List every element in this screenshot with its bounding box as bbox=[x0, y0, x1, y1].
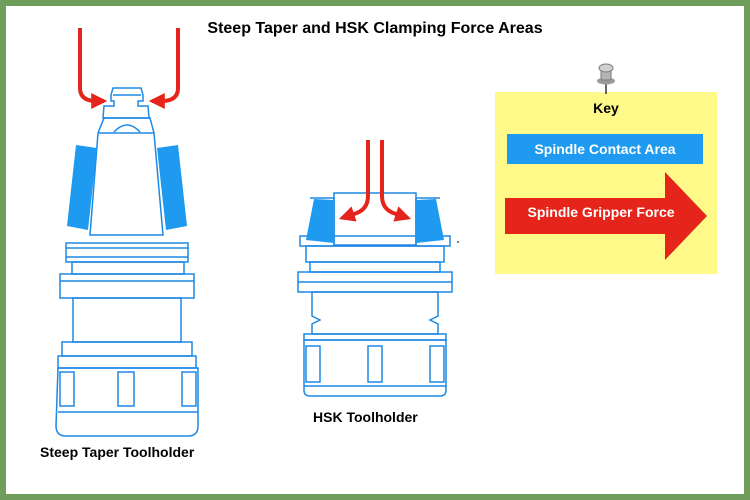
key-contact-area-swatch: Spindle Contact Area bbox=[507, 134, 703, 164]
pushpin-icon bbox=[597, 63, 615, 94]
small-dot bbox=[457, 241, 459, 243]
steep-contact-area-left bbox=[67, 145, 97, 230]
key-panel: Key Spindle Contact Area Spindle Gripper… bbox=[495, 92, 717, 274]
key-title: Key bbox=[593, 100, 619, 116]
key-gripper-force-label: Spindle Gripper Force bbox=[527, 204, 675, 220]
hsk-caption: HSK Toolholder bbox=[313, 409, 418, 425]
key-contact-area-label: Spindle Contact Area bbox=[534, 141, 676, 157]
steep-contact-area-right bbox=[157, 145, 187, 230]
steep-taper-caption: Steep Taper Toolholder bbox=[40, 444, 195, 460]
hsk-gripper-force-arrow-left bbox=[338, 140, 370, 222]
hsk-contact-area-left bbox=[306, 199, 334, 243]
hsk-gripper-force-arrow-right bbox=[380, 140, 412, 222]
diagram-title: Steep Taper and HSK Clamping Force Areas bbox=[207, 20, 543, 37]
steep-taper-toolholder bbox=[55, 87, 199, 437]
key-gripper-force-arrow-icon bbox=[505, 172, 707, 260]
steep-gripper-force-arrow-left bbox=[78, 28, 108, 109]
steep-gripper-force-arrow-right bbox=[148, 28, 180, 109]
hsk-contact-area-right bbox=[416, 199, 444, 243]
